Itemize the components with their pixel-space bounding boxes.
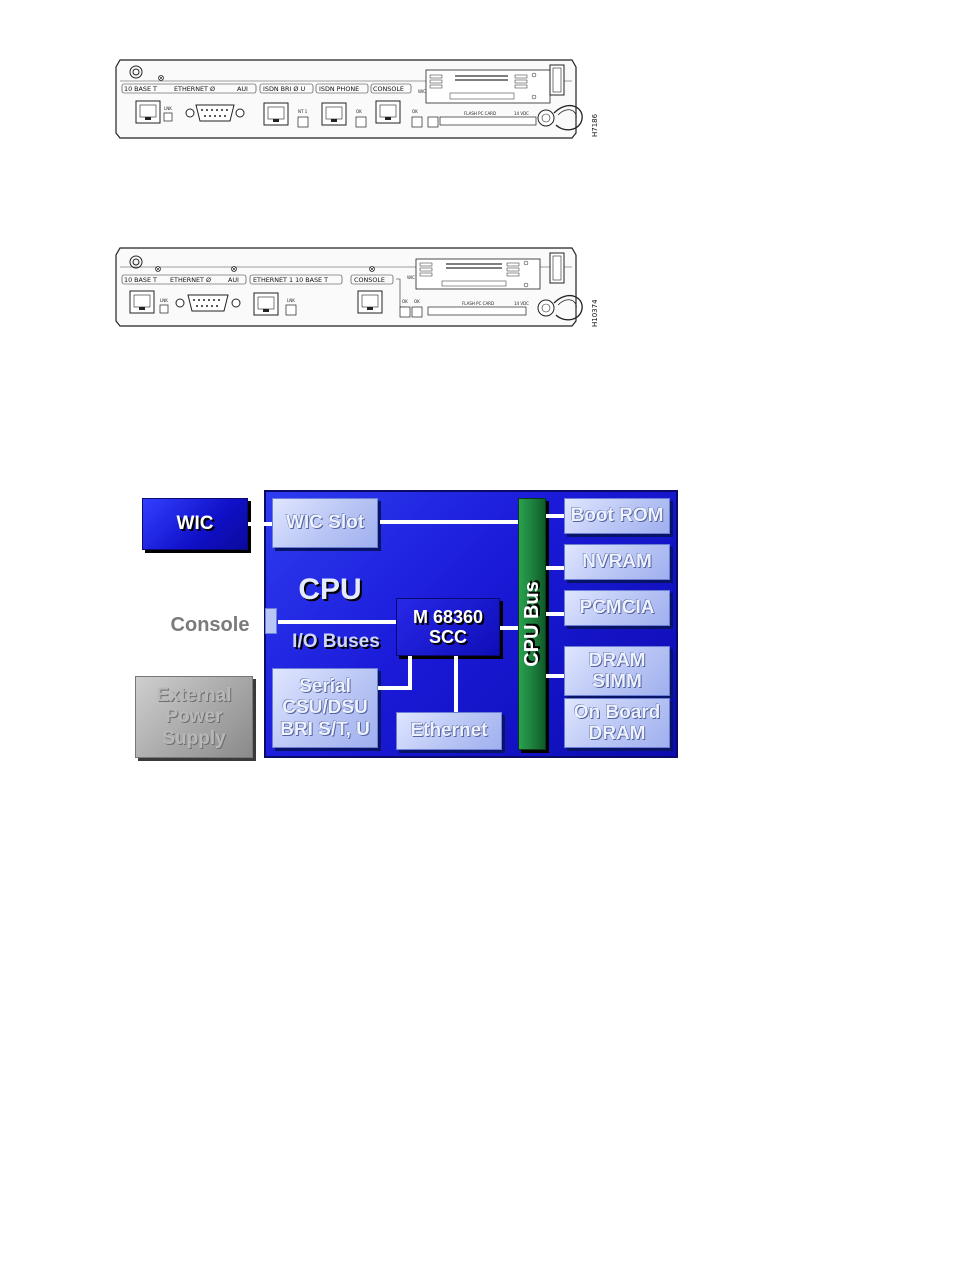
rj45-port-isdn-bri[interactable] xyxy=(263,102,289,126)
connector-line xyxy=(248,522,274,526)
label-console: CONSOLE xyxy=(373,85,404,93)
label-ok-1: OK xyxy=(356,109,362,114)
aui-port[interactable] xyxy=(175,294,241,312)
boot-rom-block: Boot ROM xyxy=(564,498,670,534)
power-switch[interactable] xyxy=(549,64,565,96)
io-buses-label: I/O Buses xyxy=(292,631,380,653)
connector-line xyxy=(546,566,564,570)
ground-screw-icon xyxy=(129,65,143,79)
m68360-label: M 68360 xyxy=(412,606,484,627)
dram-simm-line-1: DRAM xyxy=(588,649,646,671)
led-icon xyxy=(158,75,164,81)
router-rear-panel-1: 10 BASE T ETHERNET Ø AUI ISDN BRI Ø U IS… xyxy=(110,55,610,145)
wic-slot-block: WIC Slot xyxy=(272,498,378,548)
label-wic: WIC xyxy=(407,275,415,280)
onboard-dram-line-1: On Board xyxy=(573,701,661,723)
wic-block: WIC xyxy=(142,498,248,550)
serial-line-1: Serial xyxy=(299,676,351,698)
console-label: Console xyxy=(170,613,250,636)
m68360-scc-block: M 68360 SCC xyxy=(396,598,500,656)
label-aui: AUI xyxy=(228,276,239,284)
power-line-1: External xyxy=(156,685,232,707)
label-14vdc: 14 VDC xyxy=(514,301,529,306)
cpu-label: CPU xyxy=(298,573,362,607)
onboard-dram-block: On Board DRAM xyxy=(564,698,670,748)
pcmcia-block: PCMCIA xyxy=(564,590,670,626)
label-nt1: NT 1 xyxy=(298,109,308,114)
cpu-bus-label: CPU Bus xyxy=(520,581,543,667)
label-lnk: LNK xyxy=(164,106,172,111)
label-10base-t: 10 BASE T xyxy=(124,85,157,93)
ethernet-block: Ethernet xyxy=(396,712,502,750)
nvram-block: NVRAM xyxy=(564,544,670,580)
rj45-port-console[interactable] xyxy=(357,290,383,314)
router-rear-panel-2: 10 BASE T ETHERNET Ø AUI ETHERNET 1 10 B… xyxy=(110,245,610,335)
figure-id: H10374 xyxy=(591,299,599,327)
label-wic: WIC xyxy=(418,89,426,94)
connector-line xyxy=(378,686,412,690)
power-switch[interactable] xyxy=(549,252,565,284)
serial-line-3: BRI S/T, U xyxy=(280,718,370,740)
connector-line xyxy=(500,626,520,630)
label-aui: AUI xyxy=(237,85,248,93)
label-flash-pc-card: FLASH PC CARD xyxy=(462,301,494,306)
serial-line-2: CSU/DSU xyxy=(282,697,368,719)
dram-simm-block: DRAM SIMM xyxy=(564,646,670,696)
onboard-dram-line-2: DRAM xyxy=(588,723,646,744)
aui-port[interactable] xyxy=(185,104,245,122)
label-lnk-2: LNK xyxy=(287,298,295,303)
rj45-port-ethernet1[interactable] xyxy=(253,292,279,316)
label-10base-t: 10 BASE T xyxy=(124,276,157,284)
label-console: CONSOLE xyxy=(354,276,385,284)
connector-line xyxy=(454,656,458,714)
figure-id: H7186 xyxy=(591,113,599,137)
console-port[interactable] xyxy=(265,608,277,634)
label-ethernet0: ETHERNET Ø xyxy=(174,85,215,93)
connector-line xyxy=(278,620,396,624)
label-ethernet0: ETHERNET Ø xyxy=(170,276,211,284)
cpu-bus xyxy=(518,498,546,750)
serial-block: Serial CSU/DSU BRI S/T, U xyxy=(272,668,378,748)
rj45-port-ethernet0[interactable] xyxy=(129,290,155,314)
label-ethernet1: ETHERNET 1 10 BASE T xyxy=(253,276,328,284)
architecture-block-diagram: WIC WIC Slot CPU Console I/O Buses M 683… xyxy=(120,480,700,780)
scc-label: SCC xyxy=(428,627,467,647)
led-icon xyxy=(231,266,237,272)
connector-line xyxy=(380,520,520,524)
label-flash-pc-card: FLASH PC CARD xyxy=(464,111,496,116)
power-connector-icon xyxy=(537,294,583,321)
label-isdn-phone: ISDN PHONE xyxy=(319,85,359,93)
connector-line xyxy=(408,656,412,690)
label-ok-1: OK xyxy=(402,299,408,304)
led-icon xyxy=(369,266,375,272)
power-line-3: Supply xyxy=(162,727,226,749)
wic-slot[interactable] xyxy=(415,258,541,290)
power-line-2: Power xyxy=(165,706,223,728)
label-14vdc: 14 VDC xyxy=(514,111,529,116)
led-icon xyxy=(155,266,161,272)
rj45-port-console[interactable] xyxy=(375,100,401,124)
dram-simm-line-2: SIMM xyxy=(592,671,642,692)
connector-line xyxy=(546,514,564,518)
flash-pc-card-slot[interactable] xyxy=(427,116,537,128)
label-lnk: LNK xyxy=(160,298,168,303)
label-ok-2: OK xyxy=(412,109,418,114)
ground-screw-icon xyxy=(129,255,143,269)
connector-line xyxy=(546,612,564,616)
wic-slot[interactable] xyxy=(425,69,551,104)
rj45-port-ethernet[interactable] xyxy=(135,100,161,124)
rj45-port-isdn-phone[interactable] xyxy=(321,102,347,126)
label-ok-2: OK xyxy=(414,299,420,304)
power-connector-icon xyxy=(537,104,583,131)
label-isdn-bri: ISDN BRI Ø U xyxy=(263,85,305,93)
external-power-supply-block: External Power Supply xyxy=(135,676,253,758)
flash-pc-card-slot[interactable] xyxy=(427,306,527,316)
connector-line xyxy=(546,674,564,678)
